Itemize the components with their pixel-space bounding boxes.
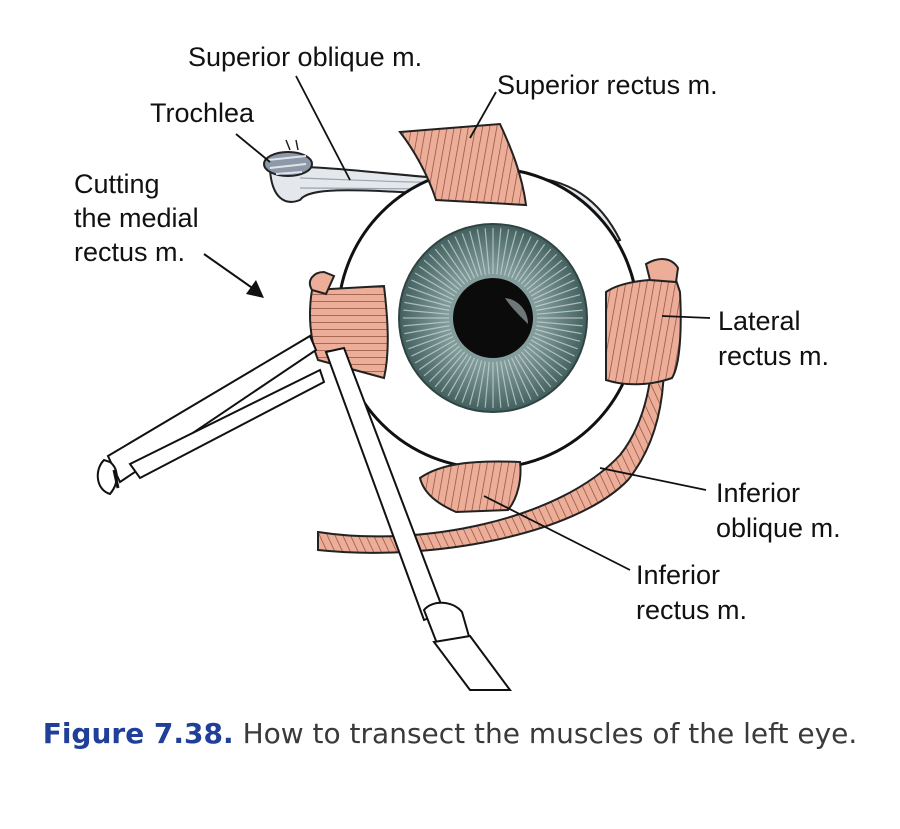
label-inferior-rectus-line1: Inferior xyxy=(636,560,720,590)
iris-ray xyxy=(418,342,458,371)
iris-ray xyxy=(534,286,578,304)
label-cutting-line1: Cutting xyxy=(74,169,160,199)
pupil xyxy=(453,278,533,358)
iris-ray xyxy=(440,243,469,283)
leader-inferior-oblique xyxy=(599,467,707,491)
trochlea-icon xyxy=(263,139,313,177)
iris-ray xyxy=(428,253,463,288)
iris-ray xyxy=(526,259,563,291)
iris-ray xyxy=(418,265,458,294)
iris-ray xyxy=(530,272,572,297)
superior-rectus-muscle xyxy=(398,122,528,207)
iris-ray xyxy=(507,359,525,403)
forceps-icon xyxy=(324,346,512,691)
arrow-icon xyxy=(203,253,264,298)
iris-ray xyxy=(411,279,454,300)
iris-ray xyxy=(469,360,483,406)
iris-ray xyxy=(428,348,463,383)
iris-ray xyxy=(500,229,510,275)
iris-ray xyxy=(405,294,451,308)
iris-ray xyxy=(476,229,486,275)
iris-ray xyxy=(520,248,552,285)
iris-ray xyxy=(414,339,456,364)
label-superior-oblique: Superior oblique m. xyxy=(188,42,422,72)
iris-ray xyxy=(528,265,568,294)
iris-ray xyxy=(520,351,552,388)
iris-ray xyxy=(536,309,583,315)
iris-ray xyxy=(447,239,472,281)
leader-lateral-rectus xyxy=(661,315,711,319)
label-lateral-rectus-line1: Lateral xyxy=(718,306,801,336)
iris-ray xyxy=(476,361,486,407)
iris-ray xyxy=(536,321,583,327)
iris-ray xyxy=(534,332,578,350)
iris xyxy=(398,223,588,413)
iris-ray xyxy=(414,272,456,297)
iris-ray xyxy=(484,361,490,408)
label-inferior-oblique-line2: oblique m. xyxy=(716,513,841,543)
figure-number: Figure 7.38. xyxy=(42,717,234,750)
iris-ray xyxy=(404,325,450,335)
iris-ray xyxy=(461,359,479,403)
iris-ray xyxy=(523,253,558,288)
label-cutting-line2: the medial xyxy=(74,203,199,233)
iris-ray xyxy=(514,239,539,281)
inferior-rectus-muscle xyxy=(418,460,522,514)
iris-ray xyxy=(535,328,581,342)
iris-ray xyxy=(517,353,546,393)
iris-ray xyxy=(532,336,575,357)
leader-superior-rectus xyxy=(469,91,497,139)
label-cutting-line3: rectus m. xyxy=(74,237,185,267)
caption-text: How to transect the muscles of the left … xyxy=(242,717,858,750)
figure-caption: Figure 7.38. How to transect the muscles… xyxy=(0,717,900,750)
iris-ray xyxy=(535,294,581,308)
iris-ray xyxy=(526,345,563,377)
iris-ray xyxy=(532,279,575,300)
iris-ray xyxy=(461,233,479,277)
iris-ray xyxy=(503,360,517,406)
iris-ray xyxy=(447,355,472,397)
iris-ray xyxy=(507,233,525,277)
iris-ray xyxy=(434,351,466,388)
iris-ray xyxy=(408,332,452,350)
lateral-rectus-muscle xyxy=(605,278,682,386)
iris-ray xyxy=(403,309,450,315)
iris-ray xyxy=(503,230,517,276)
iris-ray xyxy=(484,228,490,275)
iris-ray xyxy=(440,353,469,393)
iris-ray xyxy=(411,336,454,357)
iris-ray xyxy=(536,301,582,311)
iris-ray xyxy=(403,321,450,327)
label-superior-rectus: Superior rectus m. xyxy=(497,70,718,100)
iris-ray xyxy=(514,355,539,397)
scissors-icon xyxy=(96,334,326,496)
iris-ray xyxy=(511,357,532,400)
leader-superior-oblique xyxy=(295,75,351,181)
iris-ray xyxy=(434,248,466,285)
iris-ray xyxy=(530,339,572,364)
iris-ray xyxy=(496,228,502,275)
leader-trochlea xyxy=(235,133,271,163)
iris-ray xyxy=(500,361,510,407)
iris-ray xyxy=(404,301,450,311)
iris-ray xyxy=(423,259,460,291)
label-trochlea: Trochlea xyxy=(150,98,255,128)
iris-ray xyxy=(405,328,451,342)
label-inferior-rectus-line2: rectus m. xyxy=(636,595,747,625)
iris-ray xyxy=(517,243,546,283)
iris-ray xyxy=(408,286,452,304)
iris-ray xyxy=(511,236,532,279)
label-inferior-oblique-line1: Inferior xyxy=(716,478,800,508)
iris-ray xyxy=(528,342,568,371)
iris-ray xyxy=(496,361,502,408)
iris-ray xyxy=(523,348,558,383)
iris-ray xyxy=(423,345,460,377)
iris-ray xyxy=(454,357,475,400)
leader-inferior-rectus xyxy=(483,495,631,571)
label-lateral-rectus-line2: rectus m. xyxy=(718,341,829,371)
iris-ray xyxy=(454,236,475,279)
iris-ray xyxy=(536,325,582,335)
iris-ray xyxy=(469,230,483,276)
